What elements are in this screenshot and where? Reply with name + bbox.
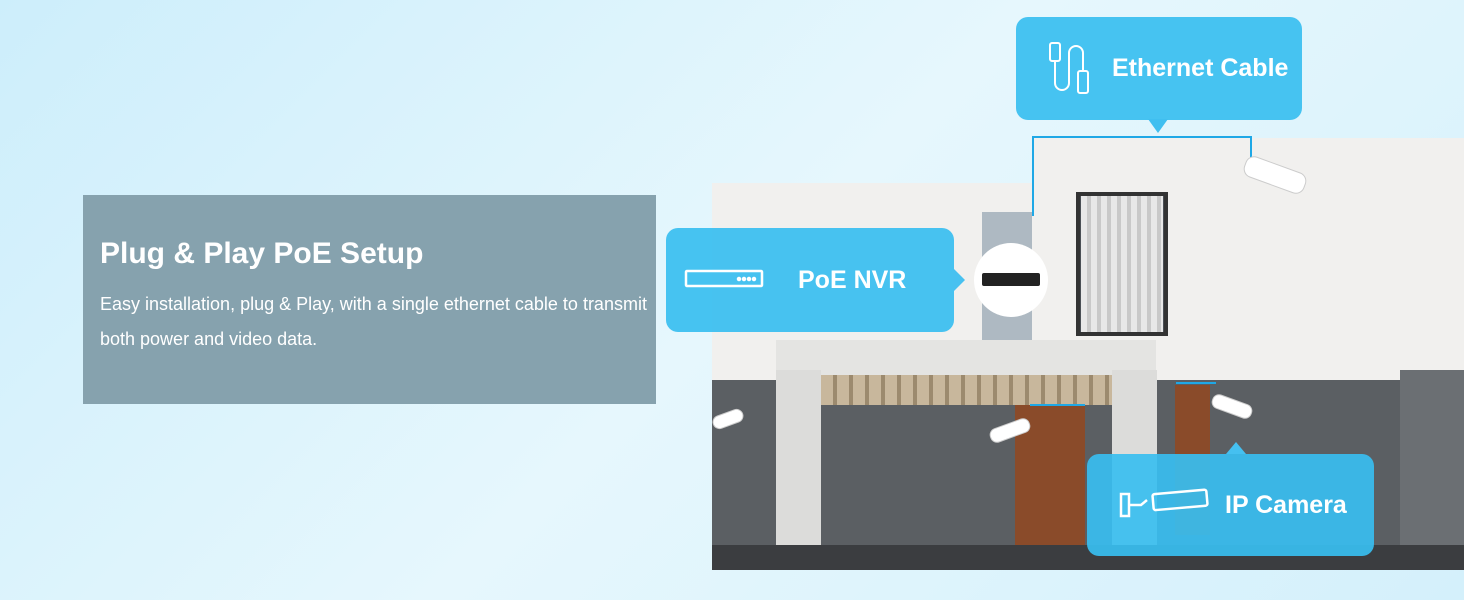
- ethernet-cable-callout: Ethernet Cable: [1016, 17, 1302, 120]
- feature-title: Plug & Play PoE Setup: [100, 237, 424, 270]
- ip-camera-label: IP Camera: [1225, 490, 1347, 519]
- feature-description: Easy installation, plug & Play, with a s…: [100, 294, 647, 349]
- poe-nvr-callout: PoE NVR: [666, 228, 954, 332]
- ip-camera-icon: [1119, 488, 1209, 518]
- ethernet-cable-icon: [1049, 41, 1089, 94]
- ethernet-cable-label: Ethernet Cable: [1112, 54, 1289, 82]
- nvr-device-image: [974, 243, 1048, 317]
- feature-panel: Plug & Play PoE Setup Easy installation,…: [83, 195, 656, 404]
- poe-nvr-label: PoE NVR: [798, 265, 907, 294]
- nvr-icon: [684, 269, 764, 288]
- ip-camera-callout: IP Camera: [1087, 454, 1374, 556]
